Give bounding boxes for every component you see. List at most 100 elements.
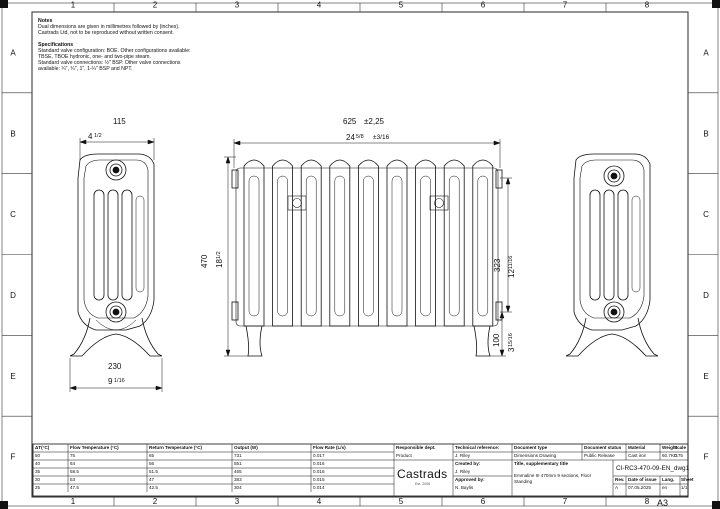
front-view bbox=[231, 159, 503, 357]
dim-floor-mm: 100 bbox=[492, 333, 501, 347]
table-cell: 25 bbox=[35, 485, 41, 490]
notes-line: Dual dimensions are given in millimetres… bbox=[38, 24, 180, 31]
dim-side-width-mm: 115 bbox=[113, 117, 126, 126]
title-block-grid bbox=[32, 443, 689, 497]
responsible-label: Responsible dept. bbox=[396, 445, 436, 450]
corner-mark bbox=[0, 501, 8, 509]
doc-type-label: Document type bbox=[514, 445, 548, 450]
scale-value: 0.75 bbox=[674, 453, 683, 458]
notes-block: Notes Dual dimensions are given in milli… bbox=[38, 18, 248, 73]
title-block: ΔT(°C) Flow Temperature (°C) Return Temp… bbox=[33, 444, 694, 496]
spec-line: TBSE, TBOE hydronic, one- and two-pipe s… bbox=[38, 54, 151, 61]
notes-heading: Notes bbox=[38, 18, 53, 24]
col-label-bottom: 2 bbox=[153, 497, 158, 506]
col-label-bottom: 3 bbox=[235, 497, 240, 506]
table-cell: 75 bbox=[70, 453, 76, 458]
weight-label: Weight bbox=[662, 445, 678, 450]
row-label-left: D bbox=[10, 291, 16, 300]
table-cell: 0.016 bbox=[313, 461, 325, 466]
material-value: Cast iron bbox=[628, 453, 647, 458]
section-column bbox=[248, 175, 260, 317]
dimension-lines bbox=[69, 138, 512, 392]
scale-label: Scale bbox=[674, 445, 687, 450]
dim-side-width-in-frac: 1/2 bbox=[94, 133, 102, 139]
table-cell: 56 bbox=[149, 461, 155, 466]
table-cell: 47.5 bbox=[70, 485, 79, 490]
castrads-logo-text: Castrads bbox=[397, 467, 448, 481]
responsible-value: Product bbox=[396, 453, 412, 458]
table-cell: 58.5 bbox=[70, 469, 79, 474]
table-cell: 51.5 bbox=[149, 469, 158, 474]
col-label-top: 7 bbox=[563, 1, 568, 10]
side-view-left bbox=[69, 153, 163, 357]
table-header-dt: ΔT(°C) bbox=[35, 445, 50, 450]
date-of-issue-label: Date of issue bbox=[628, 477, 657, 482]
radiator-section bbox=[472, 159, 494, 327]
sheet-value: 1/1 bbox=[681, 485, 688, 490]
dim-front-length-mm: 625 bbox=[343, 117, 357, 126]
dim-front-length-in-frac: 5/8 bbox=[356, 134, 364, 140]
table-cell: 0.015 bbox=[313, 477, 325, 482]
paper-size: A3 bbox=[657, 498, 669, 508]
dim-side-width-in-whole: 4 bbox=[88, 132, 93, 141]
col-label-bottom: 7 bbox=[563, 497, 568, 506]
spec-line: Standard valve connections: ½" BSP. Othe… bbox=[38, 60, 181, 67]
notes-line: Castrads Ltd, not to be reproduced witho… bbox=[38, 30, 174, 37]
dim-centres-in-frac: 11/16 bbox=[508, 256, 514, 269]
section-column bbox=[391, 175, 403, 317]
drawing-title: Emmaline III 470mm 9 sections, Floor Sta… bbox=[514, 473, 592, 484]
row-label-right: D bbox=[703, 291, 709, 300]
col-label-top: 2 bbox=[153, 1, 158, 10]
table-header-flow-temp: Flow Temperature (°C) bbox=[70, 445, 119, 450]
col-label-bottom: 8 bbox=[645, 497, 650, 506]
row-label-right: A bbox=[703, 48, 709, 57]
table-cell: 64 bbox=[70, 461, 76, 466]
date-of-issue-value: 07.05.2025 bbox=[628, 485, 651, 490]
col-label-bottom: 1 bbox=[71, 497, 76, 506]
section-column bbox=[448, 175, 460, 317]
radiator-section bbox=[329, 159, 351, 327]
dim-front-length-tol-mm: ±2,25 bbox=[364, 117, 385, 126]
dim-front-length-in-whole: 24 bbox=[346, 133, 355, 142]
dim-front-length-tol-in: ±3/16 bbox=[373, 134, 390, 141]
castrads-logo-sub: Est. 2006 bbox=[415, 482, 431, 486]
radiator-section bbox=[300, 159, 322, 327]
dim-height-mm: 470 bbox=[200, 254, 209, 268]
table-cell: 551 bbox=[234, 461, 242, 466]
dim-depth-mm: 230 bbox=[108, 362, 122, 371]
radiator-section bbox=[243, 159, 265, 327]
corner-mark bbox=[712, 501, 720, 509]
col-label-top: 6 bbox=[481, 1, 486, 10]
dim-centres-in: 12 11/16 bbox=[507, 256, 516, 278]
dim-side-width-in: 4 1/2 bbox=[88, 132, 102, 141]
dim-floor-in-whole: 3 bbox=[507, 347, 516, 352]
col-label-top: 4 bbox=[317, 1, 322, 10]
radiator-section bbox=[272, 159, 293, 327]
dim-height-in-frac: 1/2 bbox=[216, 251, 222, 259]
dim-floor-in-frac: 15/16 bbox=[508, 333, 514, 347]
section-column bbox=[477, 175, 489, 317]
doc-type-value: Dimensions Drawing bbox=[514, 453, 557, 458]
doc-status-label: Document status bbox=[584, 445, 622, 450]
col-label-bottom: 4 bbox=[317, 497, 322, 506]
dim-depth-in-whole: 9 bbox=[108, 377, 113, 386]
section-column bbox=[334, 175, 346, 317]
dim-centres-in-whole: 12 bbox=[507, 269, 516, 278]
table-cell: 383 bbox=[234, 477, 242, 482]
row-label-left: E bbox=[10, 372, 15, 381]
row-label-right: C bbox=[703, 210, 709, 219]
dim-height-in-whole: 18 bbox=[215, 259, 224, 268]
dim-depth-in: 9 1/16 bbox=[108, 377, 125, 386]
row-label-right: E bbox=[703, 372, 708, 381]
lang-label: Lang. bbox=[662, 477, 675, 482]
table-cell: 53 bbox=[70, 477, 76, 482]
col-label-top: 5 bbox=[399, 1, 404, 10]
table-cell: 40 bbox=[35, 461, 41, 466]
specifications-heading: Specifications bbox=[38, 41, 74, 48]
row-label-left: C bbox=[10, 210, 16, 219]
approved-by-label: Approved by: bbox=[455, 477, 485, 482]
table-cell: 304 bbox=[234, 485, 242, 490]
